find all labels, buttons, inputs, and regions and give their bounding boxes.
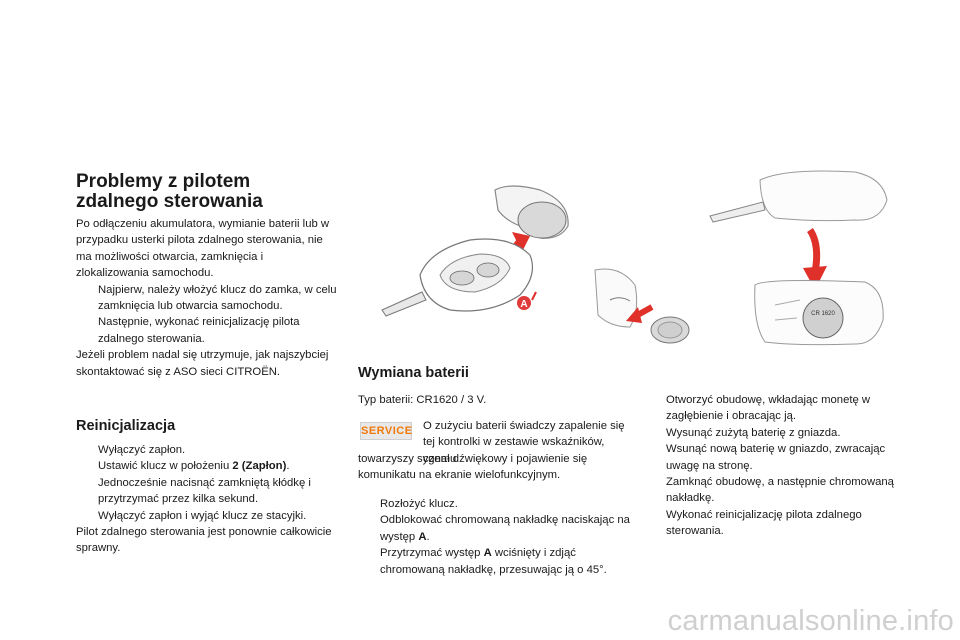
list-item: Jednocześnie nacisnąć zamkniętą kłódkę i…	[98, 476, 311, 506]
reset-section: Wyłączyć zapłon. Ustawić klucz w położen…	[76, 442, 338, 557]
reset-outro: Pilot zdalnego sterowania jest ponownie …	[76, 526, 332, 555]
list-item: Zamknąć obudowę, a następnie chromowaną …	[666, 476, 894, 505]
list-item: Wsunąć nową baterię w gniazdo, zwracając…	[666, 443, 886, 472]
key-illustration-middle	[594, 268, 690, 344]
battery-steps-b: Otworzyć obudowę, wkładając monetę w zag…	[644, 392, 906, 540]
reset-heading: Reinicjalizacja	[76, 418, 176, 434]
service-warning-icon: SERVICE	[360, 422, 412, 440]
watermark: carmanualsonline.info	[667, 605, 954, 637]
list-item: Rozłożyć klucz.	[380, 498, 458, 510]
list-item: Następnie, wykonać reinicjalizację pilot…	[98, 316, 300, 345]
service-text: O zużyciu baterii świadczy zapalenie się…	[423, 420, 625, 465]
reset-list: Wyłączyć zapłon. Ustawić klucz w położen…	[76, 442, 338, 524]
battery-steps-a: Rozłożyć klucz. Odblokować chromowaną na…	[358, 496, 630, 578]
key-illustration-left: A	[381, 185, 569, 317]
battery-heading: Wymiana baterii	[358, 365, 469, 381]
problems-section: Po odłączeniu akumulatora, wymianie bate…	[76, 216, 338, 380]
label-a: A	[520, 299, 527, 310]
list-item: Otworzyć obudowę, wkładając monetę w zag…	[666, 394, 871, 423]
list-item: Najpierw, należy włożyć klucz do zamka, …	[98, 283, 337, 313]
list-item: Wyłączyć zapłon.	[98, 444, 186, 456]
problems-intro: Po odłączeniu akumulatora, wymianie bate…	[76, 218, 330, 280]
list-item: Wyłączyć zapłon i wyjąć klucz ze stacyjk…	[98, 509, 307, 522]
list-item: Wykonać reinicjalizację pilota zdalnego …	[666, 508, 862, 538]
key-illustration-right: CR 1620	[709, 170, 888, 346]
list-item: Wysunąć zużytą baterię z gniazda.	[666, 426, 841, 439]
problems-outro: Jeżeli problem nadal się utrzymuje, jak …	[76, 349, 329, 378]
battery-type: Typ baterii: CR1620 / 3 V.	[358, 394, 487, 406]
service-text-continued: towarzyszy sygnał dźwiękowy i pojawienie…	[358, 453, 588, 482]
page-title: Problemy z pilotem zdalnego sterowania	[76, 171, 263, 212]
problems-list: Najpierw, należy włożyć klucz do zamka, …	[76, 282, 338, 348]
battery-label: CR 1620	[811, 311, 835, 317]
list-item: Przytrzymać występ A wciśnięty i zdjąć c…	[380, 547, 607, 576]
list-item: Odblokować chromowaną nakładkę naciskają…	[380, 514, 630, 543]
list-item: Ustawić klucz w położeniu 2 (Zapłon).	[98, 460, 290, 473]
